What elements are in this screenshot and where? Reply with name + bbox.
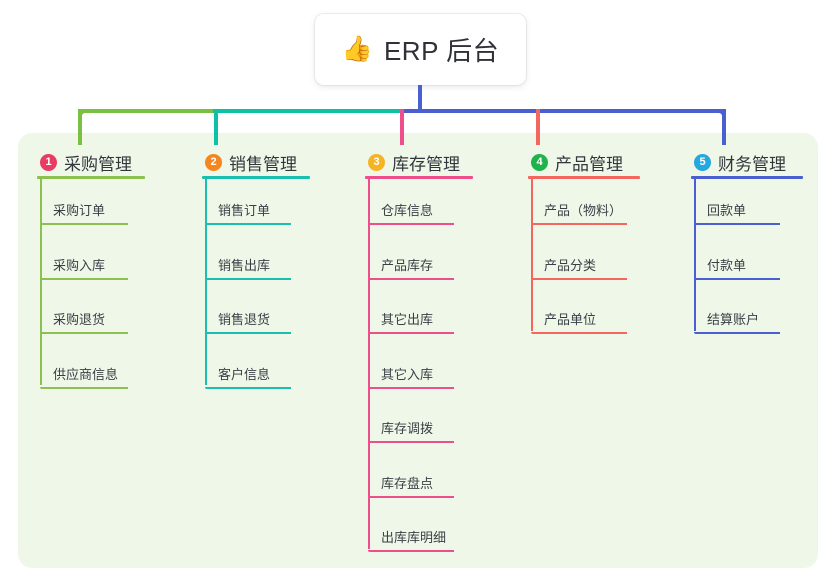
bus-segment-blue [401, 109, 726, 113]
leaf-item-underline [368, 332, 454, 334]
leaf-item-underline [368, 223, 454, 225]
leaf-item-underline [205, 223, 291, 225]
leaf-item-label[interactable]: 库存调拨 [381, 421, 434, 436]
leaf-item-label[interactable]: 仓库信息 [381, 203, 434, 218]
column-drop-connector-3 [400, 109, 404, 145]
leaf-item-underline [205, 386, 291, 389]
column-title-2: 销售管理 [229, 155, 297, 174]
leaf-item-underline [531, 332, 627, 334]
column-underline-2 [202, 176, 310, 179]
leaf-item-label[interactable]: 产品单位 [544, 312, 597, 327]
leaf-item-underline [531, 277, 627, 280]
leaf-item-label[interactable]: 供应商信息 [53, 366, 119, 382]
column-badge-2: 2 [205, 154, 222, 171]
column-drop-connector-4 [536, 109, 540, 145]
leaf-item-label[interactable]: 回款单 [707, 203, 747, 218]
leaf-item-underline [40, 332, 128, 334]
content-panel [18, 133, 818, 568]
leaf-item-label[interactable]: 产品库存 [381, 257, 434, 273]
column-drop-connector-1 [78, 109, 82, 145]
leaf-item-underline [368, 495, 454, 498]
column-spine-1 [40, 179, 42, 385]
leaf-item-underline [205, 277, 291, 280]
leaf-item-underline [40, 386, 128, 389]
leaf-item-label[interactable]: 库存盘点 [381, 475, 434, 491]
leaf-item-label[interactable]: 销售退货 [218, 312, 271, 327]
root-stem-connector [418, 85, 422, 113]
column-badge-4: 4 [531, 154, 548, 171]
thumbs-up-icon: 👍 [341, 35, 373, 63]
column-underline-3 [365, 176, 473, 179]
column-underline-4 [528, 176, 640, 179]
leaf-item-underline [368, 386, 454, 389]
root-node[interactable]: 👍 ERP 后台 [315, 14, 526, 85]
column-header-5[interactable]: 5 财务管理 [694, 150, 786, 175]
leaf-item-label[interactable]: 销售出库 [218, 257, 271, 273]
leaf-item-underline [694, 223, 780, 225]
column-spine-2 [205, 179, 207, 385]
root-node-title: ERP 后台 [383, 36, 500, 66]
leaf-item-underline [368, 441, 454, 443]
column-underline-1 [37, 176, 145, 179]
column-drop-connector-2 [214, 109, 218, 145]
column-spine-3 [368, 179, 370, 549]
leaf-item-underline [694, 332, 780, 334]
column-badge-5: 5 [694, 154, 711, 171]
leaf-item-label[interactable]: 采购入库 [53, 257, 106, 273]
column-drop-connector-5 [722, 109, 726, 145]
column-spine-4 [531, 179, 533, 331]
leaf-item-label[interactable]: 销售订单 [218, 203, 271, 218]
leaf-item-underline [368, 550, 454, 552]
column-title-3: 库存管理 [392, 155, 460, 174]
column-underline-5 [691, 176, 803, 179]
leaf-item-underline [531, 223, 627, 225]
leaf-item-label[interactable]: 采购订单 [53, 203, 106, 218]
leaf-item-underline [205, 332, 291, 334]
bus-segment-teal [213, 109, 403, 113]
column-title-4: 产品管理 [555, 155, 623, 174]
root-node-content: 👍 ERP 后台 [342, 31, 499, 68]
column-header-2[interactable]: 2 销售管理 [205, 150, 297, 175]
leaf-item-underline [40, 223, 128, 225]
leaf-item-label[interactable]: 付款单 [707, 257, 747, 273]
column-badge-1: 1 [40, 154, 57, 171]
column-header-4[interactable]: 4 产品管理 [531, 150, 623, 175]
column-spine-5 [694, 179, 696, 331]
leaf-item-underline [694, 277, 780, 280]
leaf-item-label[interactable]: 结算账户 [707, 312, 760, 327]
column-badge-3: 3 [368, 154, 385, 171]
leaf-item-label[interactable]: 客户信息 [218, 366, 271, 382]
column-title-5: 财务管理 [718, 155, 786, 174]
column-title-1: 采购管理 [64, 155, 132, 174]
leaf-item-underline [368, 277, 454, 280]
leaf-item-label[interactable]: 产品（物料） [544, 203, 623, 218]
leaf-item-underline [40, 277, 128, 280]
leaf-item-label[interactable]: 出库库明细 [381, 530, 447, 545]
column-header-1[interactable]: 1 采购管理 [40, 150, 132, 175]
leaf-item-label[interactable]: 产品分类 [544, 257, 597, 273]
leaf-item-label[interactable]: 其它出库 [381, 312, 434, 327]
column-header-3[interactable]: 3 库存管理 [368, 150, 460, 175]
bus-segment-green [78, 109, 215, 113]
leaf-item-label[interactable]: 采购退货 [53, 312, 106, 327]
leaf-item-label[interactable]: 其它入库 [381, 366, 434, 382]
